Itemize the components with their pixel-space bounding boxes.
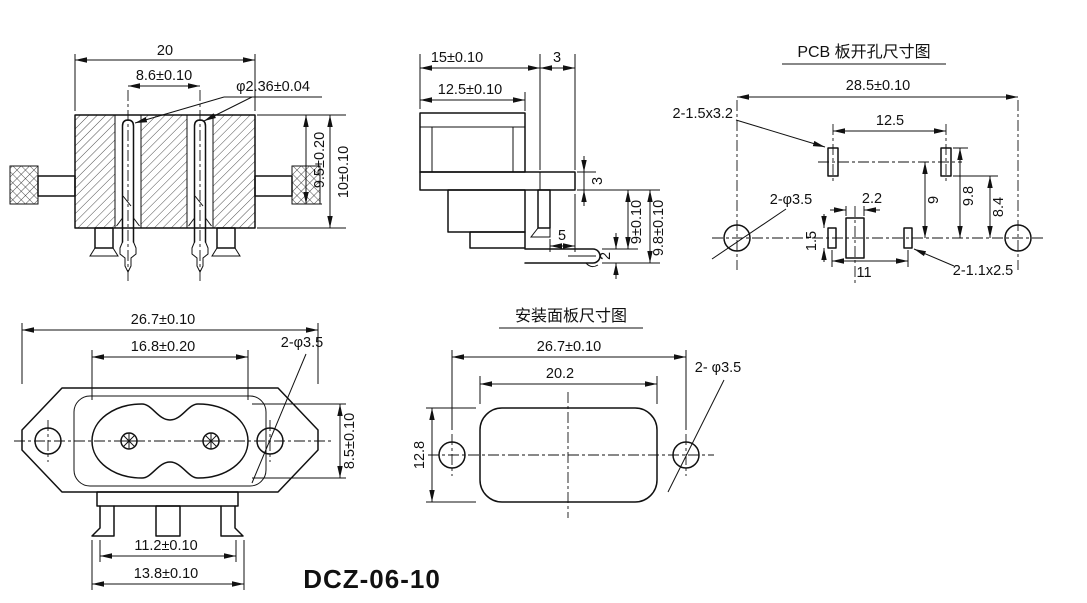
snap-leg-left [91, 505, 115, 537]
dim-pin-spacing: 8.6±0.10 [136, 68, 192, 84]
pcb-dimensions: 28.5±0.10 12.5 2-1.5x3.2 2-φ3.5 2.2 9 9.… [673, 78, 1018, 281]
small-slot-right [903, 227, 913, 249]
dim-height-10: 10±0.10 [336, 146, 352, 198]
ear-right [254, 175, 293, 197]
side-dimensions: 15±0.10 3 12.5±0.10 3 5 2 9±0.10 9.8±0.1… [419, 50, 667, 279]
leg-left [94, 227, 114, 249]
dim-cutout-width-202: 20.2 [546, 366, 574, 382]
dim-vert-98: 9.8 [961, 186, 977, 206]
ear-left [37, 175, 76, 197]
side-body [419, 112, 526, 173]
pad-slot-left [827, 147, 839, 177]
small-slot-left [827, 227, 837, 249]
housing-section-left [74, 114, 116, 229]
dim-legs-138: 13.8±0.10 [134, 566, 198, 582]
bottom-bar [96, 491, 239, 507]
panel-cutout-view: 安装面板尺寸图 26.7±0.10 20.2 2- φ3.5 12.8 [412, 307, 741, 518]
side-snap-leg [537, 189, 551, 229]
leg-left-foot [89, 247, 119, 257]
dim-slot-15: 1.5 [804, 231, 820, 251]
dim-lip-3: 3 [553, 50, 561, 66]
pcb-view-title: PCB 板开孔尺寸图 [797, 43, 930, 61]
dim-flange-thickness-3: 3 [590, 177, 606, 185]
dim-center-slot-22: 2.2 [862, 191, 882, 207]
housing-section-middle [140, 114, 188, 229]
label-small-slots: 2-1.1x2.5 [953, 263, 1013, 279]
front-dimensions: 20 8.6±0.10 φ2.36±0.04 9.5±0.20 10±0.10 [74, 43, 352, 229]
dim-pin-diameter: φ2.36±0.04 [236, 79, 310, 95]
snap-leg-right [220, 505, 244, 537]
side-section-view: 15±0.10 3 12.5±0.10 3 5 2 9±0.10 9.8±0.1… [419, 50, 667, 279]
pad-slot-right [940, 147, 952, 177]
label-pad-slots: 2-1.5x3.2 [673, 106, 733, 122]
dim-legs-112: 11.2±0.10 [134, 538, 197, 554]
dim-height-95: 9.5±0.20 [312, 132, 328, 188]
flange-outline [21, 387, 319, 493]
center-slot [845, 217, 865, 259]
inlet-recess [91, 403, 249, 479]
ear-left-section [9, 165, 39, 205]
snap-leg-barb [529, 227, 551, 238]
center-tab [155, 505, 181, 537]
housing-section-right [212, 114, 256, 229]
dim-recess-height-85: 8.5±0.10 [342, 413, 358, 469]
pcb-layout-view: PCB 板开孔尺寸图 28.5±0.10 12.5 2-1.5x3.2 2-φ3… [673, 43, 1044, 284]
dim-height-9: 9±0.10 [629, 200, 645, 244]
label-face-holes: 2-φ3.5 [281, 335, 323, 351]
dim-pad-span-125: 12.5 [876, 113, 904, 129]
label-panel-holes: 2- φ3.5 [695, 360, 741, 376]
label-mount-holes: 2-φ3.5 [770, 192, 812, 208]
dim-face-width-267: 26.7±0.10 [131, 312, 195, 328]
dim-vert-84: 8.4 [991, 197, 1007, 217]
dim-cutout-height-128: 12.8 [412, 441, 428, 469]
panel-view-title: 安装面板尺寸图 [515, 307, 627, 325]
dim-vert-9: 9 [926, 196, 942, 204]
front-section-view: 20 8.6±0.10 φ2.36±0.04 9.5±0.20 10±0.10 [9, 43, 352, 284]
mount-hole-right [1004, 224, 1032, 252]
dim-recess-width-168: 16.8±0.20 [131, 339, 195, 355]
side-lower-body [447, 189, 526, 233]
dim-pin-setback-5: 5 [558, 228, 566, 244]
face-view: 26.7±0.10 16.8±0.20 2-φ3.5 8.5±0.10 11.2… [14, 312, 358, 590]
housing-outline [74, 114, 256, 229]
face-dimensions: 26.7±0.10 16.8±0.20 2-φ3.5 8.5±0.10 11.2… [21, 312, 358, 590]
side-body-details [420, 126, 525, 172]
dim-pin-thickness-2: 2 [598, 252, 614, 260]
dim-panel-span-267: 26.7±0.10 [537, 339, 601, 355]
part-number: DCZ-06-10 [303, 564, 441, 594]
dim-depth-15: 15±0.10 [431, 50, 483, 66]
dim-height-98: 9.8±0.10 [651, 200, 667, 256]
side-flange [419, 171, 576, 191]
dim-overall-width-20: 20 [157, 43, 173, 59]
side-lower-step [469, 231, 526, 249]
dim-pcb-span-285: 28.5±0.10 [846, 78, 910, 94]
leg-right-foot [211, 247, 241, 257]
leg-right [216, 227, 236, 249]
panel-dimensions: 26.7±0.10 20.2 2- φ3.5 12.8 [412, 339, 741, 503]
side-pin-detail [568, 255, 599, 268]
dim-body-125: 12.5±0.10 [438, 82, 502, 98]
side-pin [524, 248, 601, 264]
dim-slot-span-11: 11 [856, 265, 871, 281]
mount-hole-left [723, 224, 751, 252]
